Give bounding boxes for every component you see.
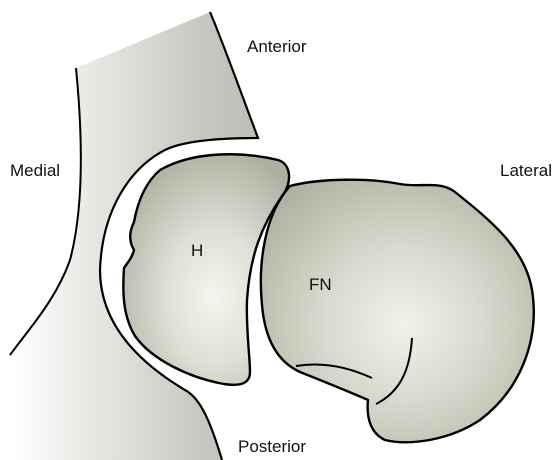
label-anterior: Anterior xyxy=(247,37,307,56)
label-posterior: Posterior xyxy=(238,437,306,456)
label-medial: Medial xyxy=(10,161,60,180)
label-femoral-neck: FN xyxy=(309,275,332,294)
label-lateral: Lateral xyxy=(500,161,552,180)
label-head: H xyxy=(191,241,203,260)
femoral-neck xyxy=(261,180,534,442)
